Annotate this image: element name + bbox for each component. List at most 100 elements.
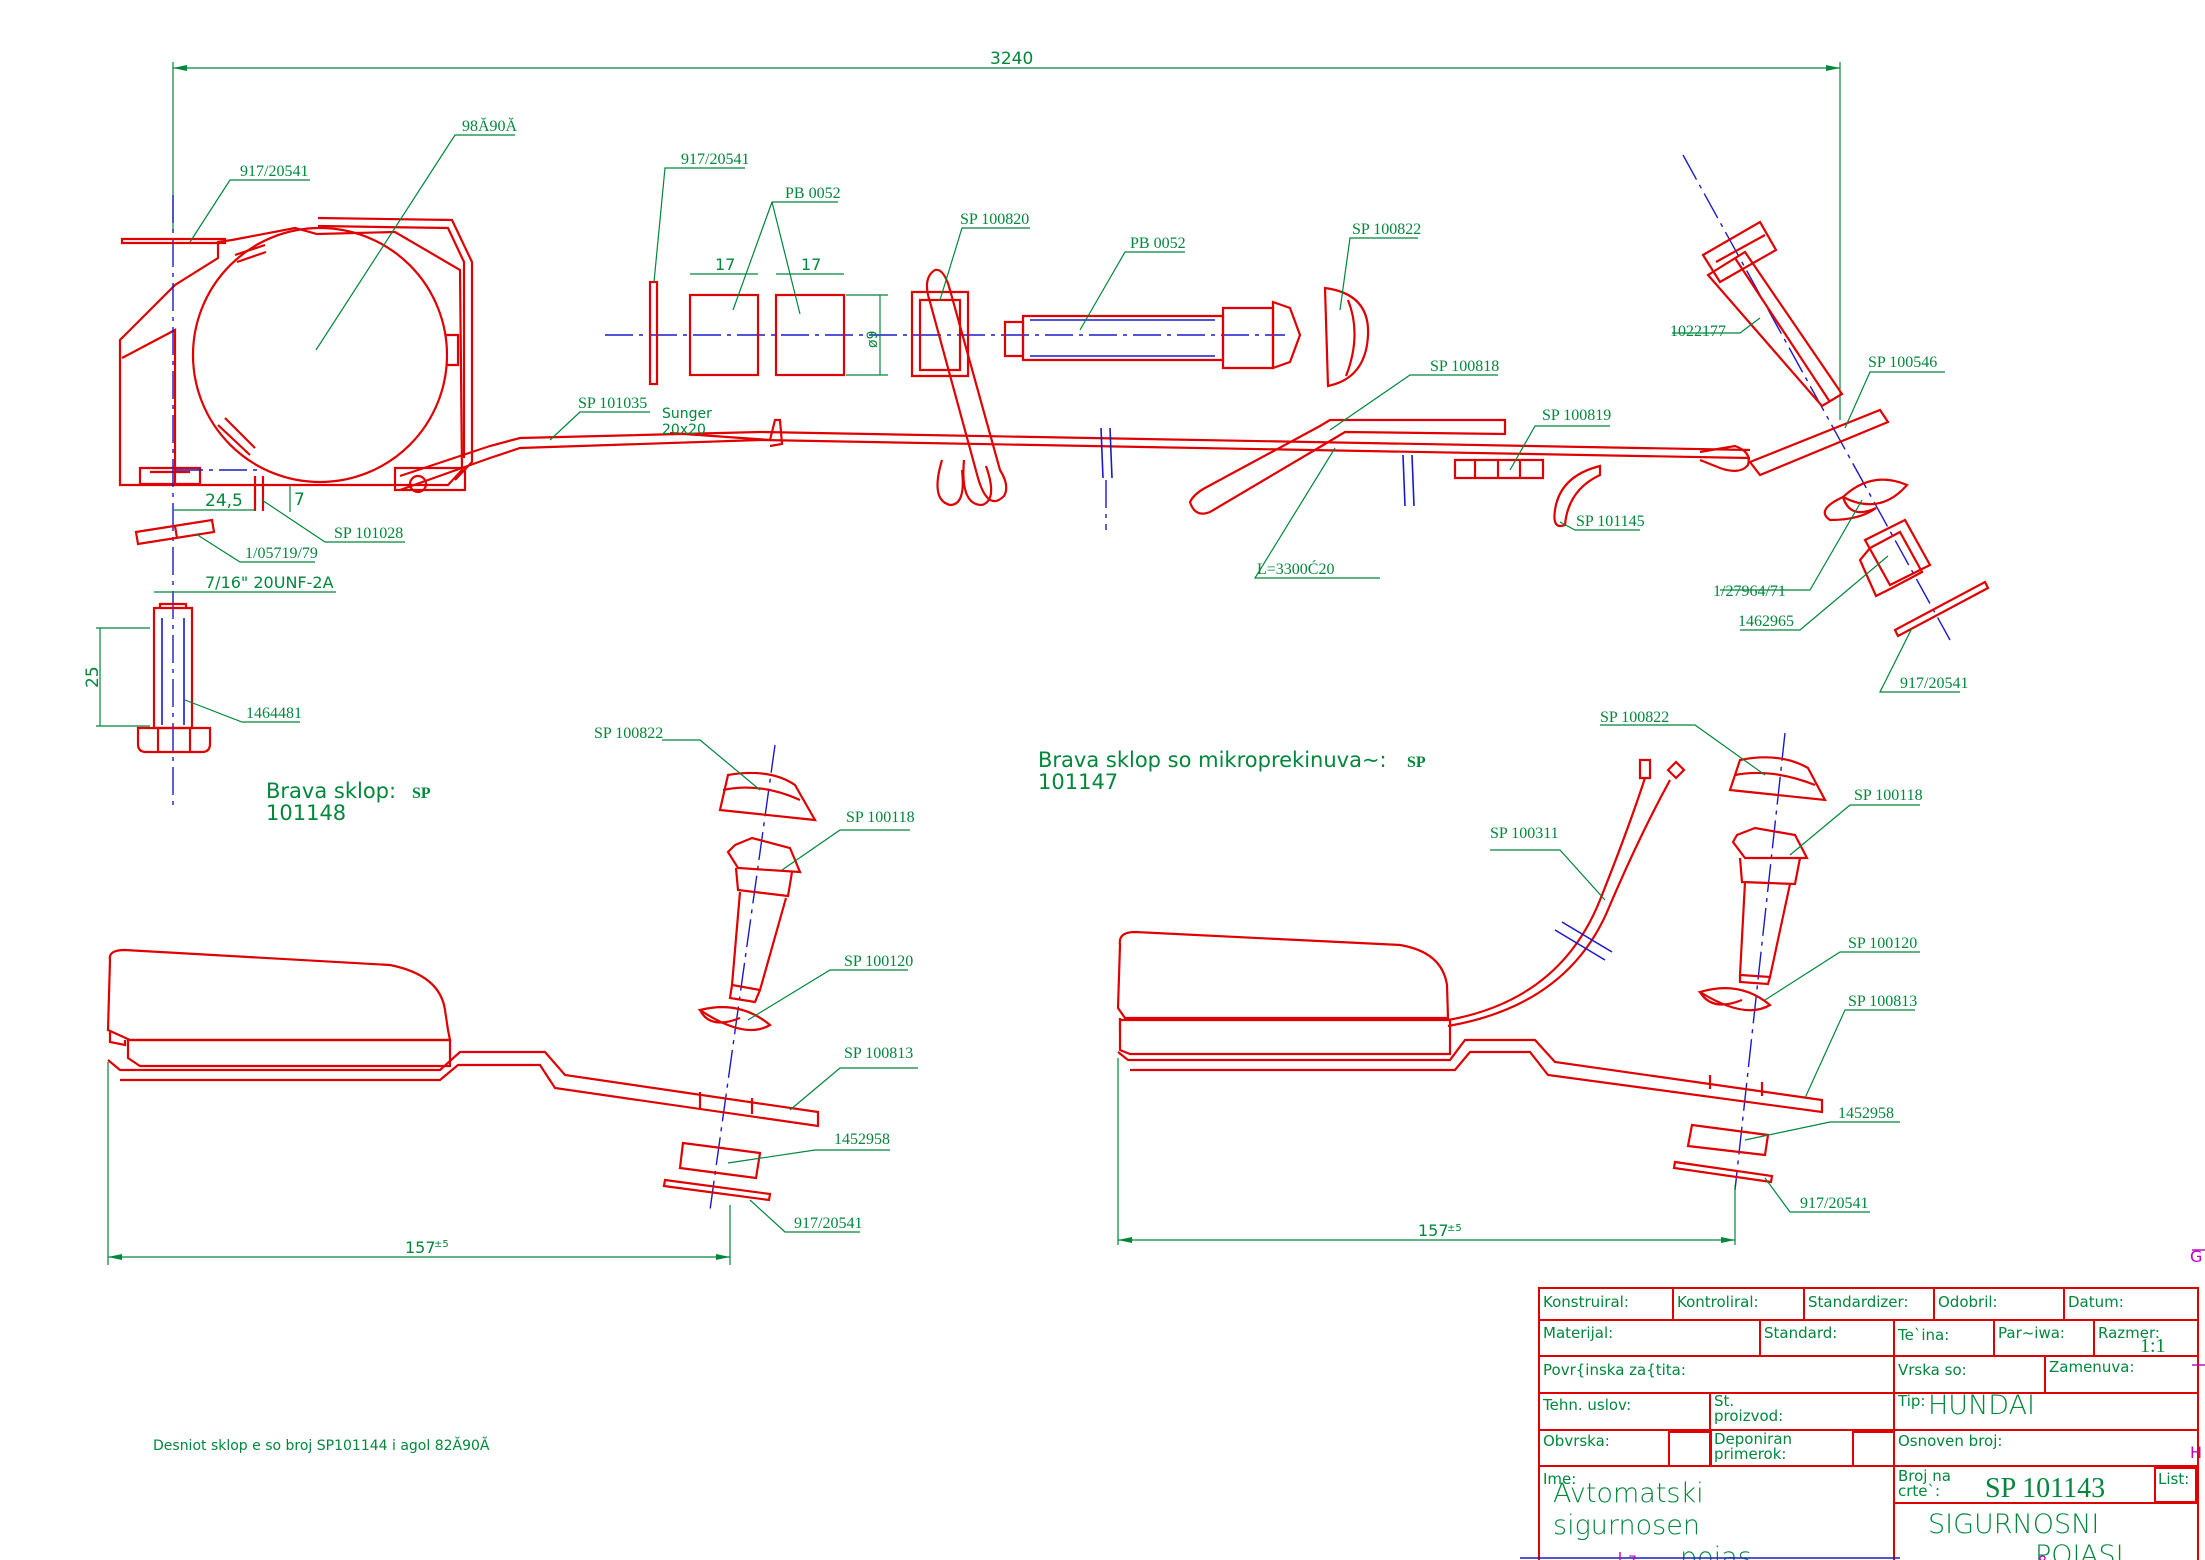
tb-materijal: Materijal: bbox=[1543, 1324, 1613, 1342]
left-1452958-label: 1452958 bbox=[834, 1131, 890, 1148]
left-sp100120-label: SP 100120 bbox=[844, 953, 913, 970]
tb-tip: Tip: bbox=[1897, 1392, 1925, 1410]
tb-vrska-so: Vrska so: bbox=[1898, 1361, 1967, 1379]
left-sp100813-label: SP 100813 bbox=[844, 1045, 913, 1062]
assembly-note: Desniot sklop e so broj SP101144 i agol … bbox=[153, 1436, 490, 1454]
top-exploded-parts: 917/20541 PB 0052 17 17 ø9 SP 100820 PB … bbox=[605, 151, 1421, 507]
tb-zamenuva: Zamenuva: bbox=[2049, 1358, 2134, 1376]
title-block: Konstruiral: Kontroliral: Standardizer: … bbox=[1538, 1287, 2199, 1560]
part-sp100819-label: SP 100819 bbox=[1542, 407, 1611, 424]
part-1022177-label: 1022177 bbox=[1670, 323, 1726, 340]
tb-obvrska: Obvrska: bbox=[1543, 1432, 1610, 1450]
margin-mark-g: G bbox=[2190, 1247, 2202, 1266]
brava-right-sp: SP bbox=[1407, 754, 1426, 771]
part-sp100818-label: SP 100818 bbox=[1430, 358, 1499, 375]
webbing: SP 101035 Sunger 20x20 SP 100818 L=3300Ć… bbox=[393, 358, 1751, 579]
left-917-label: 917/20541 bbox=[794, 1215, 862, 1232]
length-label: L=3300Ć20 bbox=[1257, 559, 1334, 578]
right-sp100311-label: SP 100311 bbox=[1490, 825, 1559, 842]
dim-25-label: 25 bbox=[83, 666, 103, 688]
part-917-a-label: 917/20541 bbox=[240, 163, 308, 180]
tb-broj-na-1: Broj na bbox=[1898, 1467, 1951, 1485]
dim-overall-label: 3240 bbox=[990, 49, 1033, 69]
part-sp100546-label: SP 100546 bbox=[1868, 354, 1937, 371]
tb-deponiran-1: Deponiran bbox=[1714, 1430, 1792, 1448]
tb-deponiran-2: primerok: bbox=[1714, 1445, 1786, 1463]
right-917-label: 917/20541 bbox=[1800, 1195, 1868, 1212]
right-tol-label: ±5 bbox=[1447, 1223, 1462, 1234]
brava-right-line2: 101147 bbox=[1038, 770, 1118, 794]
tb-kontroliral: Kontroliral: bbox=[1677, 1293, 1759, 1311]
part-pb0052-a-label: PB 0052 bbox=[785, 185, 841, 202]
part-127964-label: 1/27964/71 bbox=[1713, 583, 1786, 600]
margin-mark-h: H bbox=[2190, 1443, 2202, 1462]
brava-left-line2: 101148 bbox=[266, 801, 346, 825]
part-sp100820-label: SP 100820 bbox=[960, 211, 1029, 228]
overall-dimension: 3240 bbox=[172, 49, 1841, 420]
brava-left-line1: Brava sklop: bbox=[266, 779, 396, 803]
thread-label: 7/16" 20UNF-2A bbox=[205, 573, 334, 592]
brava-right-line1: Brava sklop so mikroprekinuva~: bbox=[1038, 748, 1387, 772]
part-pb0052-b-label: PB 0052 bbox=[1130, 235, 1186, 252]
angle-top-label: 98Ă90Ă bbox=[462, 116, 518, 135]
part-1462965-label: 1462965 bbox=[1738, 613, 1794, 630]
sunger-line2: 20x20 bbox=[662, 422, 706, 438]
tb-standardizer: Standardizer: bbox=[1808, 1293, 1908, 1311]
dim-17-b-label: 17 bbox=[801, 255, 821, 274]
sunger-line1: Sunger bbox=[662, 406, 712, 422]
tb-broj-value: SP 101143 bbox=[1985, 1473, 2105, 1504]
margin-mark-8: 8 bbox=[2038, 1554, 2047, 1560]
tb-tip-value: HUNDAI bbox=[1928, 1390, 2035, 1421]
tb-st-proizvod-1: St. bbox=[1714, 1392, 1734, 1410]
tb-broj-na-2: crte`: bbox=[1898, 1482, 1940, 1500]
tb-naziv-1: SIGURNOSNI bbox=[1928, 1509, 2099, 1540]
tb-ime: Ime: bbox=[1543, 1470, 1576, 1488]
part-1464481-label: 1464481 bbox=[246, 705, 302, 722]
left-sp100822-label: SP 100822 bbox=[594, 725, 663, 742]
tb-list: List: bbox=[2158, 1470, 2189, 1488]
tb-ime-value-3: pojas bbox=[1680, 1542, 1752, 1560]
tb-osnoven-broj: Osnoven broj: bbox=[1898, 1432, 2002, 1450]
tb-naziv-2: POJASI bbox=[2035, 1540, 2124, 1560]
tb-razmer: Razmer: bbox=[2098, 1324, 2160, 1342]
left-tol-label: ±5 bbox=[434, 1239, 449, 1250]
part-917-b-label: 917/20541 bbox=[681, 151, 749, 168]
right-dim157-label: 157 bbox=[1418, 1221, 1449, 1240]
part-sp101028-label: SP 101028 bbox=[334, 525, 403, 542]
anchor-assembly: 1022177 SP 100546 1/27964/71 1462965 917… bbox=[1670, 154, 1990, 693]
tb-povrsinska: Povr{inska za{tita: bbox=[1543, 1361, 1686, 1379]
tb-parciwa: Par~iwa: bbox=[1998, 1324, 2065, 1342]
dim-7-label: 7 bbox=[294, 490, 305, 510]
tb-tezina: Te`ina: bbox=[1897, 1326, 1949, 1344]
part-sp101035-label: SP 101035 bbox=[578, 395, 647, 412]
retractor-labels: 98Ă90Ă 917/20541 24,5 7 SP 101028 1/0571… bbox=[83, 116, 518, 727]
right-sp100120-label: SP 100120 bbox=[1848, 935, 1917, 952]
tb-razmer-value: 1:1 bbox=[2140, 1335, 2166, 1357]
dim-17-a-label: 17 bbox=[715, 255, 735, 274]
part-sp101145-label: SP 101145 bbox=[1576, 513, 1645, 530]
dim-dia9-label: ø9 bbox=[865, 331, 881, 348]
right-sp100822-label: SP 100822 bbox=[1600, 709, 1669, 726]
margin-mark-7: 7 bbox=[1628, 1554, 1637, 1560]
dim-245-label: 24,5 bbox=[205, 491, 243, 511]
left-dim157-label: 157 bbox=[405, 1238, 436, 1257]
tb-konstruiral: Konstruiral: bbox=[1543, 1293, 1629, 1311]
part-sp100822-top-label: SP 100822 bbox=[1352, 221, 1421, 238]
right-sp100118-label: SP 100118 bbox=[1854, 787, 1923, 804]
left-sp100118-label: SP 100118 bbox=[846, 809, 915, 826]
brava-left-sp: SP bbox=[412, 785, 431, 802]
tb-tehn-uslov: Tehn. uslov: bbox=[1542, 1396, 1631, 1414]
right-1452958-label: 1452958 bbox=[1838, 1105, 1894, 1122]
part-105719-label: 1/05719/79 bbox=[245, 545, 318, 562]
margin-marks: G H 7 8 bbox=[1520, 1247, 2205, 1560]
tb-st-proizvod-2: proizvod: bbox=[1714, 1407, 1783, 1425]
part-917-c-label: 917/20541 bbox=[1900, 675, 1968, 692]
tb-odobril: Odobril: bbox=[1938, 1293, 1998, 1311]
buckle-left: Brava sklop: SP 101148 SP 100822 SP 1001… bbox=[106, 725, 918, 1265]
right-sp100813-label: SP 100813 bbox=[1848, 993, 1917, 1010]
tb-ime-value-2: sigurnosen bbox=[1553, 1510, 1700, 1541]
tb-datum: Datum: bbox=[2068, 1293, 2124, 1311]
tb-standard: Standard: bbox=[1764, 1324, 1837, 1342]
tb-ime-value-1: Avtomatski bbox=[1553, 1478, 1704, 1509]
